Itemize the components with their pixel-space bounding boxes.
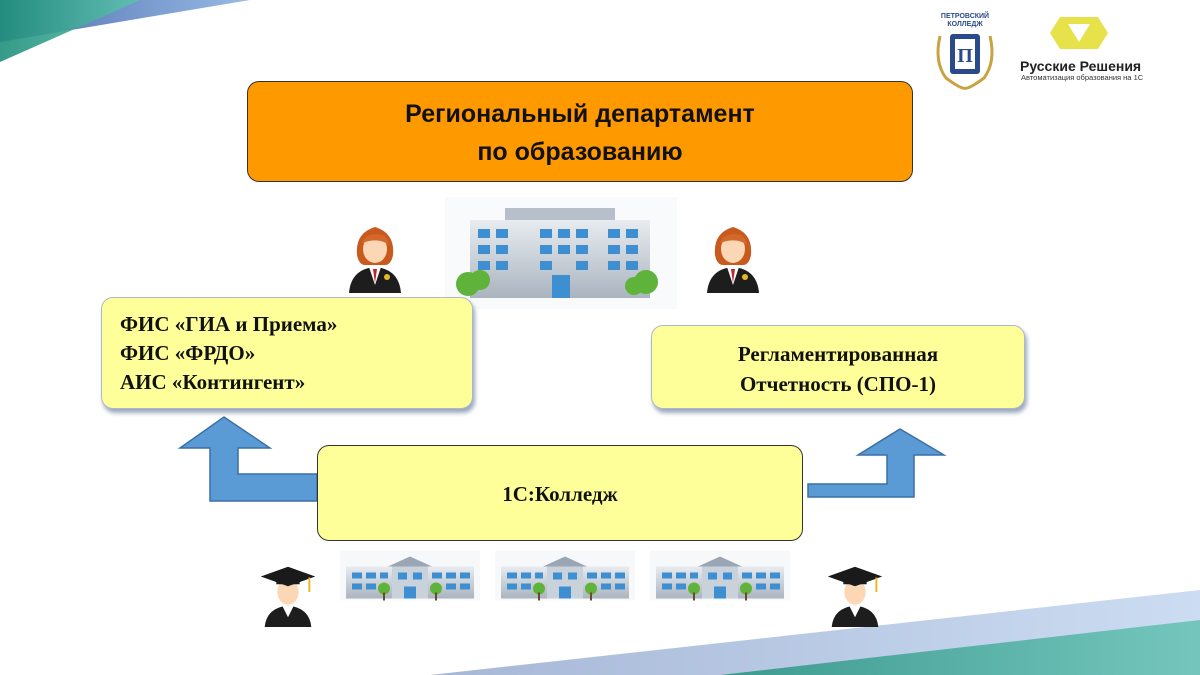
federal-system-line: ФИС «ГИА и Приема» bbox=[120, 312, 338, 336]
reporting-line: Отчетность (СПО-1) bbox=[739, 372, 937, 396]
corner-stripe bbox=[0, 0, 140, 62]
school-icon bbox=[495, 550, 635, 601]
svg-text:П: П bbox=[957, 45, 973, 67]
college-system-label: 1С:Колледж bbox=[502, 482, 618, 506]
department-node: Региональный департамент по образованию bbox=[247, 81, 913, 182]
college-logo-text: ПЕТРОВСКИЙ КОЛЛЕДЖ bbox=[935, 13, 995, 29]
school-icon bbox=[340, 550, 480, 601]
company-name: Русские Решения bbox=[1020, 58, 1142, 74]
department-line: по образованию bbox=[477, 138, 683, 166]
arrow-up-left-icon bbox=[177, 416, 318, 502]
graduate-icon bbox=[259, 565, 317, 627]
college-logo-line: КОЛЛЕДЖ bbox=[947, 21, 983, 28]
school-icon bbox=[650, 550, 790, 601]
company-tagline: Автоматизация образования на 1С bbox=[1021, 73, 1144, 82]
reporting-node: Регламентированная Отчетность (СПО-1) bbox=[651, 325, 1025, 409]
federal-system-line: ФИС «ФРДО» bbox=[120, 341, 256, 365]
graduate-icon bbox=[826, 565, 884, 627]
department-line: Региональный департамент bbox=[405, 100, 755, 128]
federal-system-line: АИС «Контингент» bbox=[120, 370, 306, 394]
corner-stripe bbox=[720, 620, 1200, 675]
college-system-node: 1С:Колледж bbox=[317, 445, 803, 541]
reporting-line: Регламентированная bbox=[737, 342, 939, 366]
college-logo: П bbox=[936, 34, 994, 90]
federal-systems-node: ФИС «ГИА и Приема» ФИС «ФРДО» АИС «Конти… bbox=[101, 297, 473, 409]
woman-officer-icon bbox=[349, 227, 401, 293]
college-logo-line: ПЕТРОВСКИЙ bbox=[940, 13, 990, 20]
building-icon bbox=[445, 197, 677, 309]
woman-officer-icon bbox=[707, 227, 759, 293]
company-logo-mark bbox=[1050, 17, 1108, 49]
arrow-up-right-icon bbox=[807, 428, 947, 498]
